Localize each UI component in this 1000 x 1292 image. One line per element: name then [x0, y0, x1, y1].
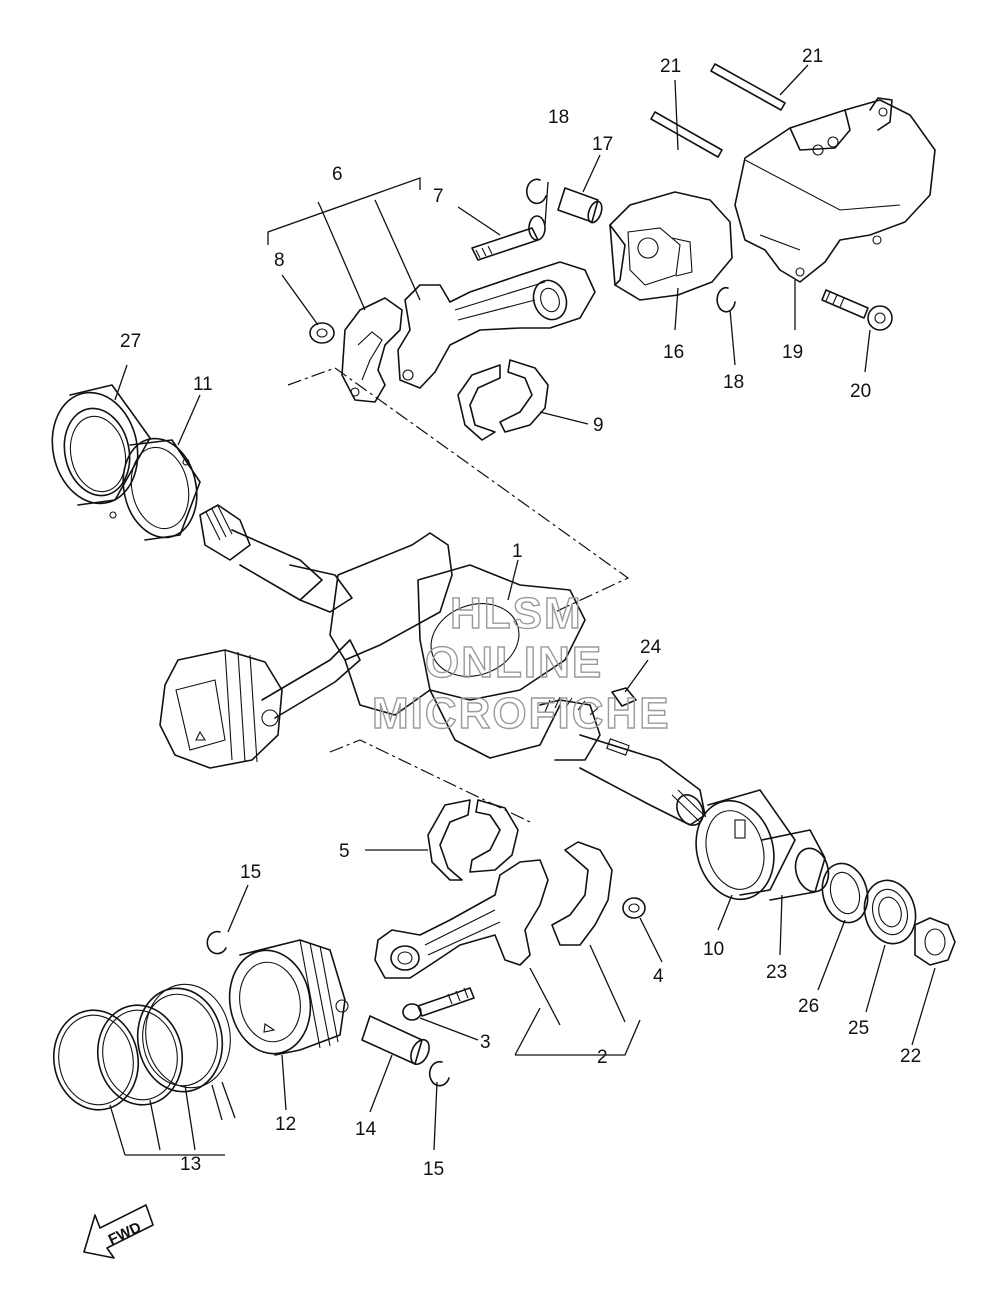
- label-part-11: 11: [193, 374, 213, 395]
- label-part-18-upper: 18: [548, 107, 569, 128]
- bearing-sleeve-part[interactable]: [109, 432, 206, 545]
- bearing-housing-part[interactable]: [685, 789, 796, 908]
- label-part-25: 25: [848, 1018, 869, 1039]
- rod-nut-part[interactable]: [309, 322, 335, 344]
- piston-rings-part[interactable]: [46, 977, 238, 1116]
- label-part-12: 12: [275, 1114, 296, 1135]
- lower-connecting-rod-part[interactable]: [374, 841, 613, 979]
- label-part-3: 3: [480, 1032, 491, 1053]
- label-part-21-left: 21: [660, 56, 681, 77]
- shaft-collar-part[interactable]: [761, 829, 833, 901]
- upper-bearing-halves-part[interactable]: [457, 359, 549, 441]
- label-part-13: 13: [180, 1154, 201, 1175]
- label-part-9: 9: [593, 415, 604, 436]
- label-part-21-right: 21: [802, 46, 823, 67]
- ball-bearing-part[interactable]: [858, 875, 923, 950]
- woodruff-key-part[interactable]: [611, 687, 637, 707]
- label-part-8: 8: [274, 250, 285, 271]
- label-part-1: 1: [512, 541, 523, 562]
- spacer-ring-part[interactable]: [816, 858, 874, 927]
- lower-bearing-halves-part[interactable]: [427, 799, 519, 881]
- fwd-arrow-icon: [83, 1204, 154, 1259]
- label-part-16: 16: [663, 342, 684, 363]
- crankshaft-assembly-part[interactable]: [159, 504, 708, 830]
- label-part-24: 24: [640, 637, 662, 658]
- label-part-14: 14: [355, 1119, 377, 1140]
- label-part-4: 4: [653, 966, 664, 987]
- lower-piston-part[interactable]: [222, 939, 349, 1060]
- label-part-5: 5: [339, 841, 350, 862]
- assembly-guide-lines: [287, 367, 630, 823]
- label-part-10: 10: [703, 939, 724, 960]
- lower-circlip-a-part[interactable]: [206, 930, 227, 955]
- label-part-15-upper: 15: [240, 862, 261, 883]
- label-part-20: 20: [850, 381, 871, 402]
- oil-seal-part[interactable]: [42, 384, 151, 511]
- rod-bolt-part[interactable]: [471, 215, 546, 261]
- watermark-line-3: MICROFICHE: [372, 689, 671, 738]
- lower-circlip-b-part[interactable]: [428, 1060, 450, 1087]
- upper-circlip-a-part[interactable]: [525, 178, 547, 205]
- watermark: HLSM ONLINE MICROFICHE: [371, 588, 671, 738]
- label-part-26: 26: [798, 996, 819, 1017]
- upper-circlip-b-part[interactable]: [716, 286, 736, 313]
- fwd-label: FWD: [106, 1219, 144, 1249]
- label-part-18-lower: 18: [723, 372, 744, 393]
- lower-rod-bolt-part[interactable]: [402, 987, 475, 1021]
- label-part-2: 2: [597, 1047, 608, 1068]
- leader-lines: [109, 64, 936, 1156]
- dowel-pin-a-part[interactable]: [710, 63, 786, 111]
- watermark-line-1: HLSM: [450, 589, 583, 638]
- cover-screw-part[interactable]: [821, 289, 893, 331]
- label-part-15-lower: 15: [423, 1159, 444, 1180]
- watermark-line-2: ONLINE: [425, 638, 603, 687]
- label-part-7: 7: [433, 186, 444, 207]
- lock-nut-part[interactable]: [914, 917, 956, 966]
- forward-direction-arrow: FWD: [83, 1204, 154, 1259]
- label-part-19: 19: [782, 342, 803, 363]
- lower-piston-pin-part[interactable]: [361, 1015, 433, 1067]
- cylinder-cover-part[interactable]: [734, 97, 936, 283]
- upper-piston-part[interactable]: [609, 191, 733, 301]
- upper-connecting-rod-part[interactable]: [341, 261, 596, 403]
- label-part-27: 27: [120, 331, 141, 352]
- part-labels: 1 2 3 4 5 6 7 8 9 10 11 12 13 14 15 15 1…: [120, 46, 921, 1180]
- label-part-6: 6: [332, 164, 343, 185]
- lower-rod-nut-part[interactable]: [622, 897, 646, 919]
- dowel-pin-b-part[interactable]: [650, 111, 723, 158]
- label-part-23: 23: [766, 962, 787, 983]
- upper-piston-pin-part[interactable]: [557, 187, 604, 224]
- label-part-22: 22: [900, 1046, 921, 1067]
- label-part-17: 17: [592, 134, 613, 155]
